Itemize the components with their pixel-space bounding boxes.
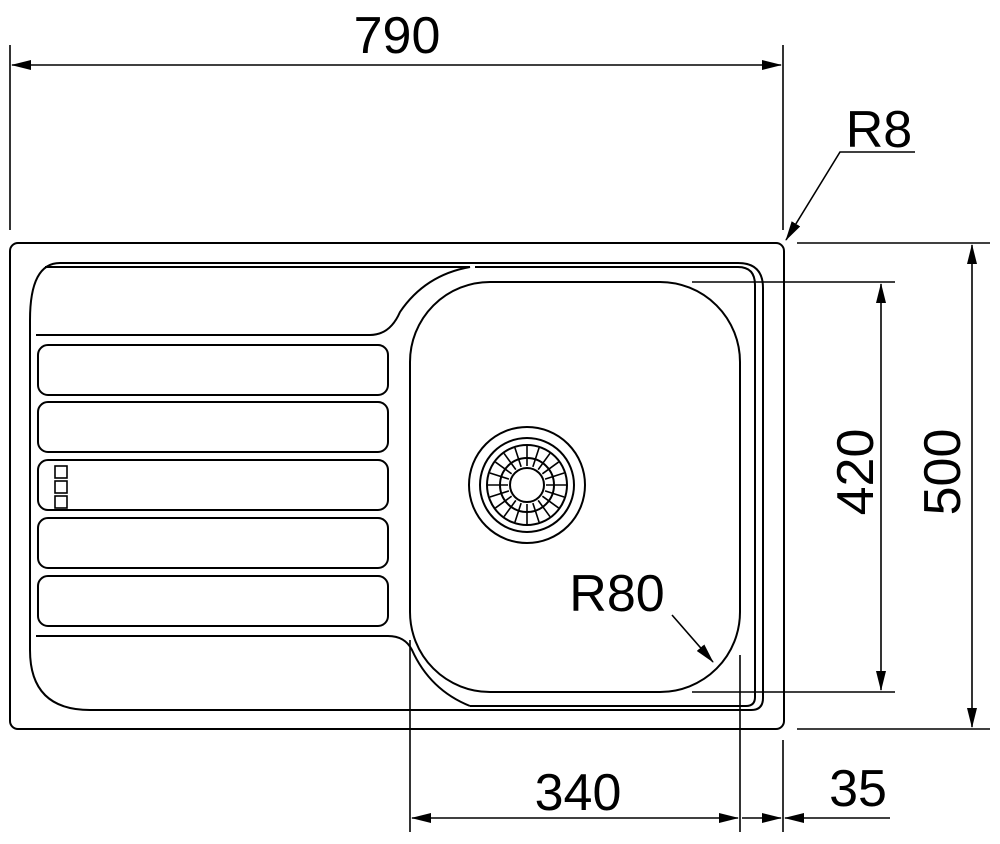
drainer-ribs [37,344,389,627]
strainer-spoke [532,502,540,523]
bowl-depth-label: 420 [827,429,885,516]
bowl [409,266,756,707]
strainer-waste-icon [468,426,586,544]
dimension-labels: 790 R8 R80 340 35 420 500 [354,7,972,822]
drainer-rib [37,575,389,627]
strainer-spoke [541,495,560,509]
overall-depth-label: 500 [914,429,972,516]
drainer-rib [37,459,389,511]
bowl-radius-label: R80 [569,565,664,623]
tap-hole-marker-icon [54,465,68,509]
strainer-spoke [537,452,551,471]
strainer-spoke [494,495,513,509]
overall-width-label: 790 [354,7,441,65]
strainer-spoke [541,461,560,475]
extension-lines [9,45,990,832]
strainer-spoke [503,452,517,471]
strainer-spokes [488,446,566,524]
bowl-basin [409,281,741,693]
strainer-spoke [489,490,510,498]
drainer-rib [37,517,389,569]
bowl-radius-leader [671,614,714,663]
drainer-rib [37,344,389,396]
bowl-rim [470,266,756,707]
drainer-bottom-edge [36,635,471,707]
strainer-spoke [537,499,551,518]
drainer-rib [37,401,389,453]
outer-radius-leader [785,151,915,241]
strainer-spoke [544,472,565,480]
dimension-lines [11,60,977,823]
strainer-spoke [514,447,522,468]
drainer-top-edge [36,266,471,336]
strainer-spoke [532,447,540,468]
strainer-spoke [489,472,510,480]
outer-rim [9,242,785,730]
strainer-spoke [503,499,517,518]
sink-outline [9,242,785,730]
drainer-area [36,266,471,707]
outer-radius-label: R8 [846,101,912,159]
strainer-spoke [544,490,565,498]
strainer-spoke [494,461,513,475]
strainer-spoke [514,502,522,523]
inner-rim [29,262,764,711]
edge-offset-label: 35 [829,760,887,818]
bowl-width-label: 340 [535,764,622,822]
